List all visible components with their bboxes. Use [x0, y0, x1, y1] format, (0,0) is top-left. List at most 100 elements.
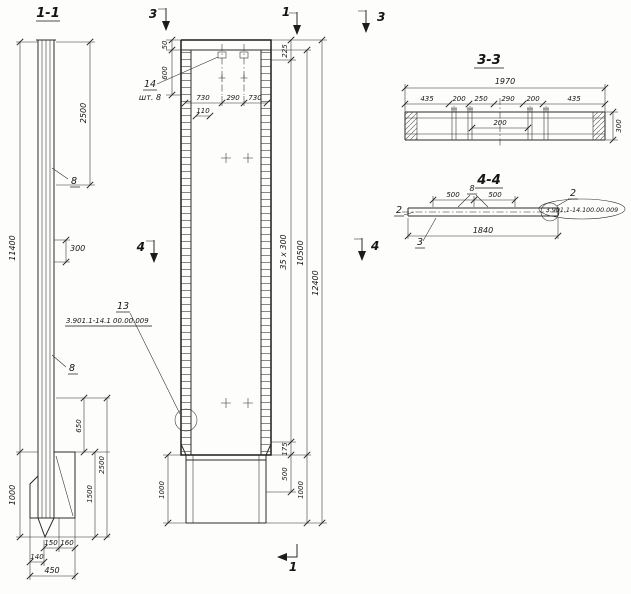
dim-lines-left-chain: [16, 41, 44, 538]
cut-marker-1-bottom: 1: [277, 544, 298, 574]
bolt-plate-right: [239, 51, 249, 59]
bolt-top-crosses: [451, 106, 549, 112]
cut-marker-1-top: 1: [282, 5, 301, 35]
base-diagonal: [55, 455, 74, 517]
dim-12400: 12400: [311, 270, 320, 295]
dim-435b: 435: [567, 95, 581, 103]
section-3-3-title: 3-3: [477, 53, 501, 68]
dim-500: 500: [281, 467, 289, 481]
dim-1000-right: 1000: [297, 481, 305, 499]
leader-2-right: [556, 198, 570, 207]
dim-lines-300: [605, 111, 618, 141]
dim-lines-500-8-500: [432, 196, 516, 207]
left-strip-hatch: [181, 51, 191, 454]
cut-label-3: 3: [149, 7, 157, 21]
cut-label-3b: 3: [377, 10, 385, 24]
dim-200c: 200: [493, 119, 507, 127]
dim-300: 300: [615, 119, 623, 133]
pos-label-14: 14: [144, 79, 156, 90]
dim-500a: 500: [446, 191, 460, 199]
bolt-cross-marks: [218, 74, 248, 82]
dim-lines-3-3-top: [404, 84, 606, 112]
dim-300: 300: [70, 244, 85, 253]
cut-marker-4-left: 4: [136, 240, 158, 263]
dim-650: 650: [75, 419, 83, 433]
dim-1000-left: 1000: [158, 481, 166, 499]
pile-tip: [37, 517, 55, 539]
section-4-4-view: 4-4 500 8 500 2 2 3.901.1-14.100.00.009 …: [394, 173, 626, 249]
section-1-1-view: 1-1 2500 8 11400 300 8 650 1500 2500 100…: [8, 6, 110, 580]
rebar-leaders: [51, 167, 69, 368]
dim-730a: 730: [196, 94, 210, 102]
cut-marker-4-right: 4: [354, 238, 379, 261]
callout-13-doc: 3.901.1-14.1 00.00.009: [66, 317, 149, 325]
embedded-base-outline: [180, 443, 272, 524]
dim-lines-730-290-110: [185, 96, 267, 117]
dim-35x300: 35 x 300: [279, 234, 288, 269]
dim-1970: 1970: [495, 77, 515, 86]
leader-8: [457, 194, 489, 208]
pile-base-bracket: [29, 451, 76, 519]
dim-110: 110: [196, 107, 210, 115]
cut-marker-3-top: 3: [149, 7, 170, 31]
bolt-pairs: [451, 107, 549, 140]
dim-lines-50-600: [166, 39, 181, 96]
dim-450: 450: [44, 566, 59, 575]
leader-13: [129, 312, 181, 415]
bolt-axes: [221, 44, 245, 95]
dim-225: 225: [281, 44, 289, 58]
section-3-3-outline: [404, 111, 606, 141]
column-outline: [180, 39, 272, 456]
rebar-label-8-bottom: 8: [69, 363, 75, 374]
pieces-label: шт. 8: [139, 93, 161, 102]
dim-11400: 11400: [8, 235, 17, 260]
section-4-4-title: 4-4: [476, 173, 501, 188]
dim-435a: 435: [420, 95, 434, 103]
dim-50: 50: [161, 40, 169, 49]
end-hatch-right: [593, 112, 605, 140]
cut-label-4l: 4: [136, 240, 145, 254]
leader-2-left: [403, 211, 415, 216]
dim-lines-2500-top: [56, 41, 95, 186]
dim-150: 150: [44, 539, 58, 547]
dim-290: 290: [501, 95, 515, 103]
section-3-3-view: 3-3 1970 435 200 250 290 200 435 200 300: [404, 53, 623, 148]
pos-label-8: 8: [469, 184, 474, 193]
cut-label-4r: 4: [370, 239, 379, 253]
column-edge-strips: [181, 49, 271, 455]
pos-label-13: 13: [117, 301, 129, 312]
section-4-4-plate: [407, 207, 559, 217]
dim-1840: 1840: [473, 226, 493, 235]
dim-2500-bottom: 2500: [98, 456, 106, 474]
pos-label-2-left: 2: [396, 205, 402, 216]
callout-2-doc: 3.901.1-14.100.00.009: [546, 207, 618, 214]
leader-14: [156, 56, 219, 85]
dim-500b: 500: [488, 191, 502, 199]
dim-140: 140: [30, 553, 44, 561]
pos-label-3: 3: [417, 237, 423, 248]
rebar-label-8-top: 8: [71, 176, 77, 187]
end-hatch-left: [405, 112, 417, 140]
dim-290: 290: [226, 94, 240, 102]
pos-label-2-right: 2: [570, 188, 576, 199]
cut-marker-3-right: 3: [358, 10, 385, 33]
dim-250: 250: [474, 95, 488, 103]
dim-10500: 10500: [296, 240, 305, 265]
lifting-point-crosses: [221, 153, 253, 408]
cut-label-1: 1: [282, 5, 290, 19]
dim-200a: 200: [452, 95, 466, 103]
right-strip-hatch: [261, 51, 271, 454]
leader-3: [422, 217, 437, 242]
embedded-base-inner: [192, 455, 260, 523]
dim-160: 160: [60, 539, 74, 547]
dim-lines-left-1000: [163, 454, 186, 524]
dim-600: 600: [161, 66, 169, 80]
detail-circle: [174, 408, 198, 432]
section-3-3-inner: [405, 112, 605, 140]
elevation-view: 3 1 3 4 4 1 50 600 14: [65, 5, 385, 574]
dim-1500: 1500: [86, 485, 94, 503]
dim-200b: 200: [526, 95, 540, 103]
dim-730b: 730: [248, 94, 262, 102]
